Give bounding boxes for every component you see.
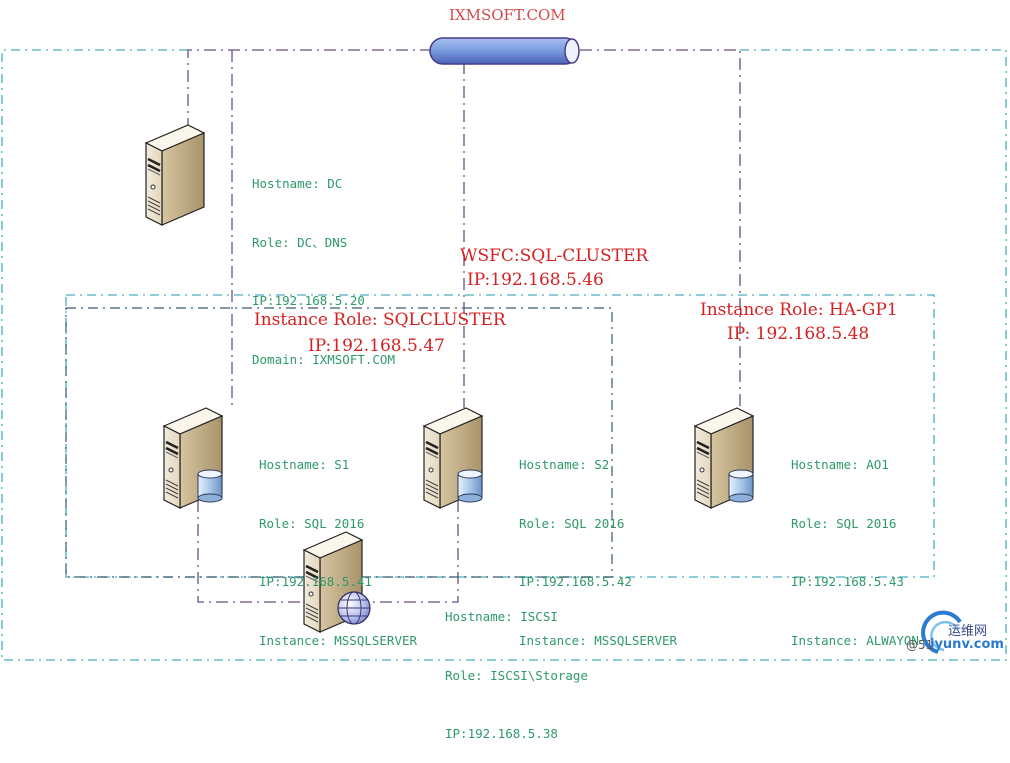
database-s1-icon	[197, 469, 223, 503]
watermark-prefix: @51	[906, 638, 934, 652]
connector-dc	[187, 49, 432, 125]
server-s1-hostname: Hostname: S1	[259, 457, 350, 472]
server-iscsi-ip: IP:192.168.5.38	[445, 726, 558, 741]
server-s2-ip: IP:192.168.5.42	[519, 574, 632, 589]
server-dc-icon	[144, 123, 206, 227]
server-s2-hostname: Hostname: S2	[519, 457, 610, 472]
server-s2-instance: Instance: MSSQLSERVER	[519, 632, 678, 648]
server-iscsi-role: Role: ISCSI\Storage	[445, 667, 588, 683]
server-iscsi-hostname: Hostname: ISCSI	[445, 609, 558, 624]
server-s1-role: Role: SQL 2016	[259, 515, 365, 531]
connector-s1-iscsi	[197, 500, 310, 603]
server-s1-info: Hostname: S1 Role: SQL 2016 IP:192.168.5…	[259, 416, 417, 670]
server-ao1-instance: Instance: ALWAYON	[791, 632, 919, 648]
server-s1-ip: IP:192.168.5.41	[259, 574, 372, 589]
network-bus-icon	[429, 37, 580, 65]
database-s2-icon	[457, 469, 483, 503]
domain-title: IXMSOFT.COM	[449, 6, 566, 24]
instance-ip-ha-gp1: IP: 192.168.5.48	[727, 324, 870, 344]
server-dc-hostname: Hostname: DC	[252, 176, 343, 191]
server-s2-info: Hostname: S2 Role: SQL 2016 IP:192.168.5…	[519, 416, 677, 670]
globe-iscsi-icon	[337, 591, 371, 625]
server-ao1-ip: IP:192.168.5.43	[791, 574, 904, 589]
server-ao1-role: Role: SQL 2016	[791, 515, 897, 531]
server-s1-instance: Instance: MSSQLSERVER	[259, 632, 418, 648]
cluster-ip: IP:192.168.5.46	[467, 270, 604, 290]
instance-role-ha-gp1: Instance Role: HA-GP1	[700, 300, 898, 320]
network-connectors	[187, 49, 741, 603]
server-ao1-info: Hostname: AO1 Role: SQL 2016 IP:192.168.…	[791, 416, 919, 670]
domain-boundary	[1, 49, 1007, 661]
watermark-logo-icon	[921, 610, 962, 654]
network-diagram	[1, 37, 1007, 661]
connector-ao1	[580, 49, 741, 408]
instance-role-sqlcluster: Instance Role: SQLCLUSTER	[254, 310, 506, 330]
instance-ip-sqlcluster: IP:192.168.5.47	[308, 336, 445, 356]
server-dc-role: Role: DC、DNS	[252, 234, 348, 250]
server-dc-ip: IP:192.168.5.20	[252, 293, 365, 308]
cluster-name: WSFC:SQL-CLUSTER	[460, 246, 649, 266]
server-ao1-hostname: Hostname: AO1	[791, 457, 889, 472]
database-ao1-icon	[728, 469, 754, 503]
server-iscsi-info: Hostname: ISCSI Role: ISCSI\Storage IP:1…	[445, 568, 588, 763]
watermark-en-text: iyunv.com	[930, 637, 1004, 652]
server-s2-role: Role: SQL 2016	[519, 515, 625, 531]
server-dc-info: Hostname: DC Role: DC、DNS IP:192.168.5.2…	[252, 135, 395, 389]
server-dc-domain: Domain: IXMSOFT.COM	[252, 351, 395, 367]
connector-s2-iscsi	[365, 500, 459, 603]
watermark-cn-text: 运维网	[948, 624, 988, 639]
